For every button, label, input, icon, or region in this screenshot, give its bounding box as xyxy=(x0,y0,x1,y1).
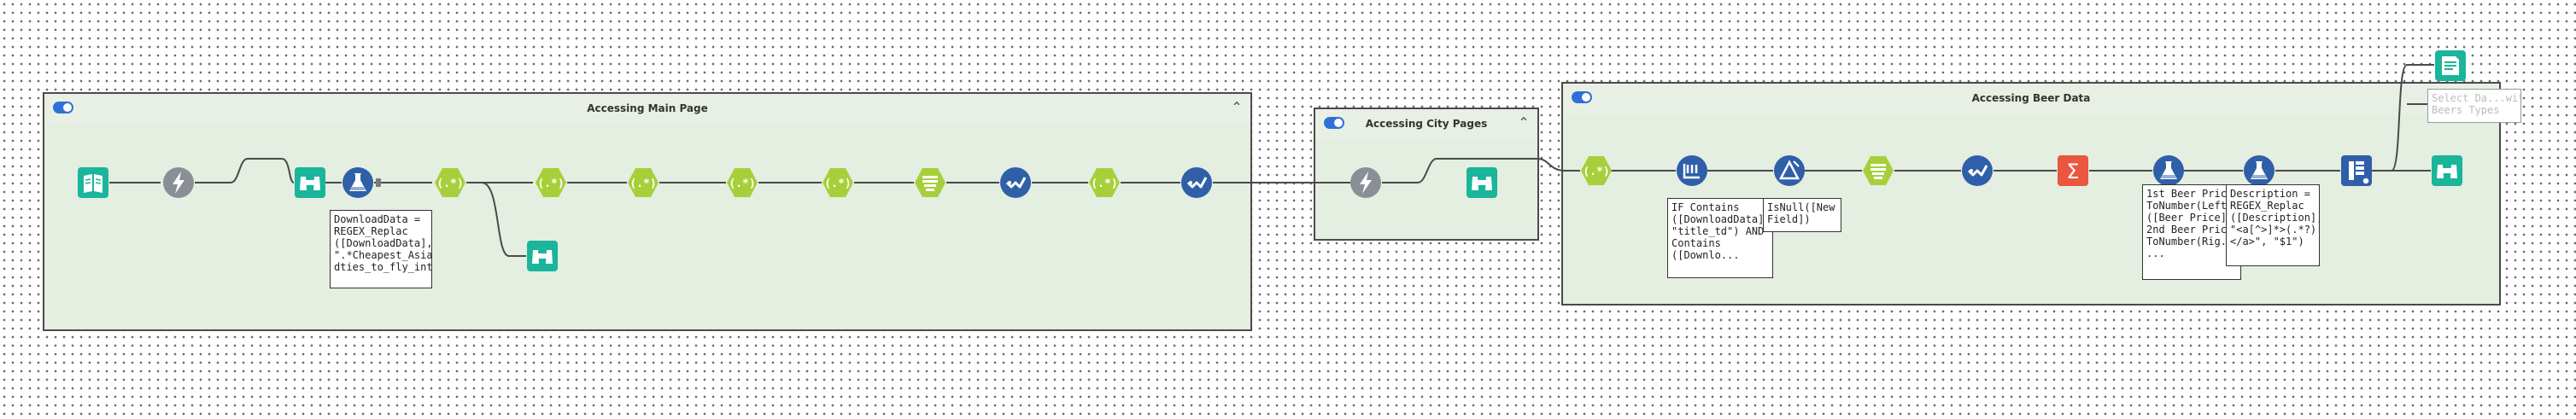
annotation-beer-price: 1st Beer Price = ToNumber(Left ([Beer Pr… xyxy=(2142,184,2241,280)
regex-icon[interactable]: (.*) xyxy=(627,166,659,199)
container-header[interactable]: Accessing Main Page ⌃ xyxy=(44,94,1250,126)
flask-icon[interactable] xyxy=(2152,154,2185,187)
svg-text:(.*): (.*) xyxy=(824,177,851,190)
annotation-description: Description = REGEX_Replac ([Description… xyxy=(2226,184,2320,266)
select-icon[interactable] xyxy=(999,166,1032,199)
lightning-icon[interactable] xyxy=(1349,166,1382,199)
binoculars-icon[interactable] xyxy=(1466,166,1498,199)
svg-text:(.*): (.*) xyxy=(1091,177,1117,190)
svg-text:(.*): (.*) xyxy=(629,177,656,190)
container-toggle[interactable] xyxy=(53,102,73,113)
container-body xyxy=(44,125,1250,329)
text-to-columns-icon[interactable] xyxy=(914,166,946,199)
container-toggle[interactable] xyxy=(1572,91,1592,103)
container-city-pages[interactable]: Accessing City Pages ⌃ xyxy=(1314,108,1539,241)
container-main-page[interactable]: Accessing Main Page ⌃ xyxy=(43,92,1252,331)
svg-text:Σ: Σ xyxy=(2066,160,2079,183)
annotation-if-contains: IF Contains ([DownloadData], "title_td")… xyxy=(1667,198,1773,278)
select-icon[interactable] xyxy=(1180,166,1213,199)
summarize-icon[interactable]: Σ xyxy=(2057,154,2089,187)
annotation-select-with: Select Da...with Beers Types xyxy=(2427,89,2521,123)
container-toggle[interactable] xyxy=(1324,117,1344,129)
svg-text:(.*): (.*) xyxy=(729,177,755,190)
lightning-icon[interactable] xyxy=(162,166,195,199)
regex-icon[interactable]: (.*) xyxy=(434,166,466,199)
binoculars-icon[interactable] xyxy=(294,166,326,199)
text-to-columns-icon[interactable] xyxy=(1862,154,1894,187)
flask-icon[interactable] xyxy=(342,166,374,199)
container-header[interactable]: Accessing City Pages ⌃ xyxy=(1315,109,1537,142)
regex-icon[interactable]: (.*) xyxy=(535,166,567,199)
svg-text:(.*): (.*) xyxy=(537,177,564,190)
regex-icon[interactable]: (.*) xyxy=(1088,166,1121,199)
regex-icon[interactable]: (.*) xyxy=(822,166,854,199)
cross-tab-icon[interactable] xyxy=(1676,154,1708,187)
collapse-icon[interactable]: ⌃ xyxy=(1231,99,1243,115)
container-title: Accessing Beer Data xyxy=(1971,92,2091,104)
binoculars-icon[interactable] xyxy=(2431,154,2463,187)
container-body xyxy=(1315,140,1537,239)
annotation-is-null: IsNull([New Field]) xyxy=(1763,198,1841,232)
container-title: Accessing City Pages xyxy=(1365,118,1488,130)
report-icon[interactable] xyxy=(2434,49,2467,82)
regex-icon[interactable]: (.*) xyxy=(1580,154,1613,187)
book-icon[interactable] xyxy=(77,166,109,199)
svg-text:(.*): (.*) xyxy=(1583,166,1609,178)
annotation-download-data: DownloadData = REGEX_Replac ([DownloadDa… xyxy=(330,210,432,288)
delta-icon[interactable] xyxy=(1773,154,1806,187)
container-title: Accessing Main Page xyxy=(587,102,708,114)
select-icon[interactable] xyxy=(1961,154,1993,187)
flask-icon[interactable] xyxy=(2243,154,2275,187)
regex-icon[interactable]: (.*) xyxy=(726,166,758,199)
binoculars-icon[interactable] xyxy=(526,240,559,272)
append-icon[interactable] xyxy=(2340,154,2373,187)
collapse-icon[interactable]: ⌃ xyxy=(1518,114,1530,131)
output-anchor[interactable] xyxy=(376,178,381,187)
svg-text:(.*): (.*) xyxy=(436,177,463,190)
container-header[interactable]: Accessing Beer Data ⌃ xyxy=(1563,84,2499,116)
